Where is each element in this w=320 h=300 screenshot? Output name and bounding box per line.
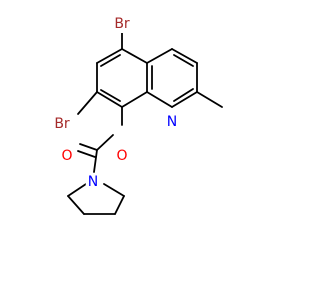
- bond-double-inner: [173, 54, 194, 67]
- atom-label-background: [59, 147, 75, 165]
- bond: [96, 91, 123, 108]
- atom-label-background: [112, 15, 132, 33]
- nitrogen-label-ring: N: [167, 114, 177, 130]
- bond-c-to-n: [93, 149, 98, 173]
- bond: [67, 195, 85, 215]
- bond: [114, 195, 125, 215]
- bond-o-to-carbonyl: [96, 134, 114, 151]
- bond: [121, 91, 148, 108]
- oxygen-label-carbonyl: O: [61, 148, 72, 164]
- atom-label-background: [52, 115, 72, 133]
- bond: [103, 183, 125, 197]
- atom-label-background: [164, 113, 180, 131]
- bond-double-inner: [173, 88, 194, 102]
- bond: [146, 91, 173, 108]
- bromine-label-top: Br: [114, 16, 130, 32]
- bond: [67, 183, 87, 197]
- atom-label-background: [85, 173, 101, 191]
- bromine-label-left: Br: [54, 116, 70, 132]
- pyrrolidine-ring: [67, 183, 125, 215]
- pyridine-ring: [146, 48, 198, 108]
- nitrogen-label-pyrrolidine: N: [88, 174, 98, 190]
- bond-c-o-double: [79, 143, 98, 151]
- bond: [96, 48, 123, 64]
- bond-to-br-left: [77, 91, 98, 115]
- atom-label-background: [114, 147, 130, 165]
- chemical-structure: Br Br N O O N: [52, 15, 223, 215]
- bond-to-methyl: [196, 91, 223, 108]
- bond: [121, 48, 148, 64]
- bond-double-inner: [100, 54, 121, 67]
- oxygen-label-ester: O: [116, 148, 127, 164]
- bond-c-o-double: [77, 150, 96, 158]
- bond: [171, 91, 198, 108]
- benzo-ring: [96, 48, 153, 108]
- bond: [146, 48, 173, 64]
- bond-double-inner: [100, 89, 121, 102]
- bond: [171, 48, 198, 64]
